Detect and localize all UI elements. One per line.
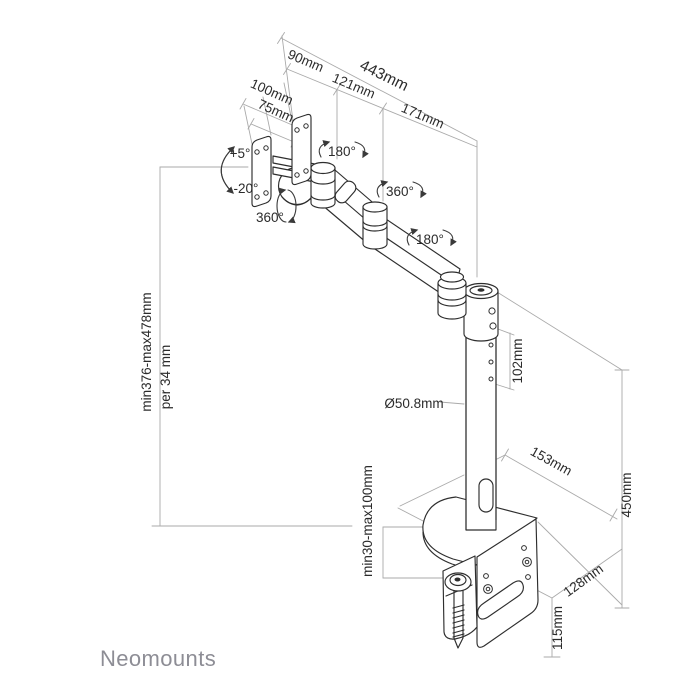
- cable-clip: [334, 180, 357, 204]
- arm-arc-left: [376, 180, 389, 198]
- label-plate-swivel: 360°: [256, 210, 284, 225]
- label-tilt-up: +5°: [230, 146, 251, 161]
- end-joint: [437, 271, 467, 320]
- label-height-step: per 34 mm: [158, 345, 173, 410]
- mid-joint: [362, 201, 388, 250]
- screw-tip: [453, 637, 464, 649]
- clamp-hole-ring-1-inner: [524, 559, 530, 565]
- pole-hole-3: [488, 376, 494, 382]
- rotation-joint-1: [310, 161, 336, 209]
- label-tilt-down: -20°: [234, 181, 259, 196]
- ext-desk-plane-back: [399, 454, 506, 507]
- dim-line-153: [504, 454, 618, 520]
- clamp-body-right-face: [476, 518, 539, 648]
- label-102mm: 102mm: [510, 338, 525, 383]
- collar-cap-ring: [469, 285, 493, 296]
- mid-joint-rings: [362, 220, 388, 232]
- neomounts-logo: Neomounts: [100, 646, 216, 671]
- label-pole-diameter: Ø50.8mm: [384, 396, 443, 411]
- vesa-bracket: [251, 113, 312, 208]
- vesa-back-hole-3: [294, 172, 300, 178]
- desk-clamp: [422, 496, 539, 649]
- joint2-arc-left: [406, 228, 419, 246]
- pole-hole-1: [488, 342, 494, 348]
- end-joint-cap: [439, 271, 465, 283]
- pole-cable-slot: [478, 478, 494, 513]
- plate-swivel-arc-right: [287, 189, 297, 224]
- label-171mm: 171mm: [399, 100, 446, 131]
- clamp-foot: [477, 580, 524, 620]
- clamp-top-plate-thickness: [422, 531, 470, 570]
- ext-pole-to-450: [496, 291, 623, 371]
- vesa-front-hole-4: [263, 190, 269, 196]
- tilt-cup: [281, 196, 313, 206]
- arm-arc-right: [412, 181, 427, 199]
- end-joint-body: [437, 282, 467, 320]
- pole-hole-2: [488, 359, 494, 365]
- label-joint1-rotation: 180°: [328, 144, 356, 159]
- collar-screw-2: [489, 322, 497, 330]
- dim-line-128: [551, 548, 623, 599]
- label-450mm: 450mm: [619, 472, 634, 517]
- label-115mm: 115mm: [550, 606, 565, 650]
- vesa-front-hole-3: [254, 194, 260, 200]
- dim-ticks-102: [494, 328, 515, 391]
- joint1-rings: [310, 178, 336, 201]
- vesa-back-hole-2: [303, 123, 309, 129]
- ext-desk-thickness: [382, 526, 446, 579]
- pole-collar: [463, 282, 499, 342]
- label-arm-rotation: 360°: [386, 184, 414, 199]
- dim-line-75: [250, 123, 295, 143]
- tilt-arc-down-arrow: [220, 146, 235, 194]
- joint1-cap: [310, 161, 336, 175]
- collar-screw-1: [488, 307, 496, 315]
- screw-knob-center: [454, 577, 461, 582]
- pole-sides: [465, 329, 497, 531]
- label-desk-thickness: min30-max100mm: [360, 465, 375, 577]
- dimension-lines: [151, 32, 630, 658]
- collar-body: [463, 290, 499, 342]
- clamp-hole-small-3: [483, 573, 489, 579]
- vesa-front-hole-1: [254, 149, 260, 155]
- clamp-hole-small-1: [521, 545, 527, 551]
- clamp-hole-ring-2-inner: [485, 586, 491, 592]
- end-joint-rings: [437, 293, 467, 307]
- mid-joint-body: [362, 206, 388, 250]
- vesa-front-hole-2: [263, 145, 269, 151]
- dim-ticks-450: [614, 369, 630, 609]
- clamp-hole-small-2: [525, 574, 531, 580]
- screw-threads: [452, 604, 465, 638]
- joint2-arc-right: [442, 229, 457, 247]
- plate-swivel-arc-left: [276, 187, 287, 223]
- joint1-arc-left: [318, 140, 331, 158]
- dim-line-443: [280, 37, 478, 142]
- vesa-back-hole-1: [294, 127, 300, 133]
- dim-ticks-top: [277, 32, 387, 115]
- dim-line-100: [242, 103, 298, 128]
- ext-vesa: [243, 82, 293, 145]
- ext-clamp-to-450: [537, 521, 623, 606]
- dim-line-90-121-171: [286, 68, 478, 148]
- rotation-indicators: [220, 140, 457, 247]
- leader-pole-diameter: [439, 401, 465, 405]
- mid-joint-cap: [362, 201, 388, 213]
- clamp-top-plate: [422, 496, 538, 566]
- label-height-range: min376-max478mm: [139, 292, 154, 411]
- collar-cap-hole: [477, 288, 485, 292]
- clamp-screw: [444, 572, 472, 649]
- label-joint2-rotation: 180°: [416, 232, 444, 247]
- dimension-labels: 443mm 90mm 100mm 75mm 121mm 171mm +5° -2…: [139, 47, 634, 650]
- joint1-arc-right: [354, 141, 369, 159]
- label-153mm: 153mm: [528, 444, 575, 479]
- ext-plate-plane: [281, 35, 294, 122]
- vesa-back-hole-4: [303, 168, 309, 174]
- joint1-body: [310, 167, 336, 209]
